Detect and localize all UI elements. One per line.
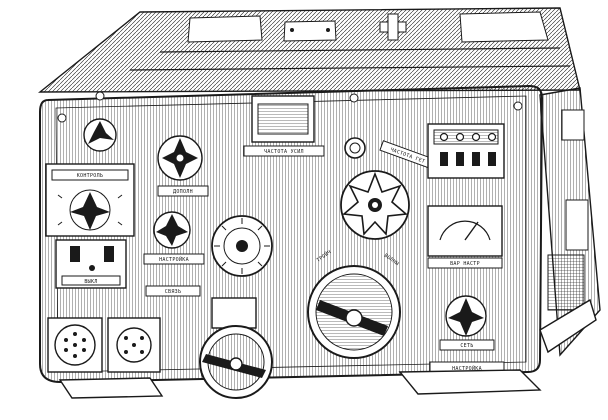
bottom-plate: НАСТРОЙКА bbox=[452, 365, 482, 372]
right-lower-knob[interactable] bbox=[445, 295, 487, 337]
round-connector[interactable] bbox=[47, 317, 103, 373]
left-upper-knob[interactable] bbox=[83, 118, 117, 152]
main-tuning-dial[interactable] bbox=[307, 265, 401, 359]
center-left-plate: ДОПОЛН bbox=[173, 189, 193, 195]
toggle-switch[interactable] bbox=[456, 152, 464, 166]
center-left-dial[interactable] bbox=[157, 135, 203, 181]
top-center-plate: ЧАСТОТА УСИЛ bbox=[264, 149, 304, 155]
front-protruding-knob[interactable] bbox=[199, 297, 273, 399]
jack-socket[interactable] bbox=[455, 132, 465, 142]
top-center-window bbox=[251, 95, 315, 143]
meter-needle bbox=[464, 221, 479, 241]
star-dial[interactable] bbox=[340, 170, 410, 240]
jack-socket[interactable] bbox=[439, 132, 449, 142]
case-right-side bbox=[539, 87, 601, 357]
toggle-switch[interactable] bbox=[440, 152, 448, 166]
toggle-switch-left[interactable] bbox=[70, 246, 80, 262]
right-jack-panel bbox=[427, 123, 505, 179]
left-lower-plate: ВЫКЛ bbox=[84, 279, 97, 285]
case-top bbox=[37, 7, 581, 93]
mounting-feet bbox=[58, 298, 597, 399]
square-connector[interactable] bbox=[107, 317, 161, 373]
left-control-panel: КОНТРОЛЬ bbox=[45, 163, 135, 237]
center-mid-plate: НАСТРОЙКА bbox=[159, 256, 189, 263]
toggle-switch[interactable] bbox=[488, 152, 496, 166]
center-dial[interactable] bbox=[211, 215, 273, 277]
right-lower-plate: СЕТЬ bbox=[460, 343, 473, 349]
indicator-lamp bbox=[344, 137, 366, 159]
right-meter bbox=[427, 205, 503, 257]
right-mid-plate: ВАР НАСТР bbox=[450, 261, 480, 267]
center-small-plate: СВЯЗЬ bbox=[165, 289, 182, 295]
toggle-switch-right[interactable] bbox=[104, 246, 114, 262]
center-left-lower-knob[interactable] bbox=[153, 211, 191, 249]
left-upper-plate: КОНТРОЛЬ bbox=[77, 173, 103, 179]
selector-knob[interactable] bbox=[70, 192, 110, 230]
left-switch-panel: ВЫКЛ bbox=[55, 239, 127, 289]
jack-socket[interactable] bbox=[471, 132, 481, 142]
toggle-switch[interactable] bbox=[472, 152, 480, 166]
jack-socket[interactable] bbox=[487, 132, 497, 142]
